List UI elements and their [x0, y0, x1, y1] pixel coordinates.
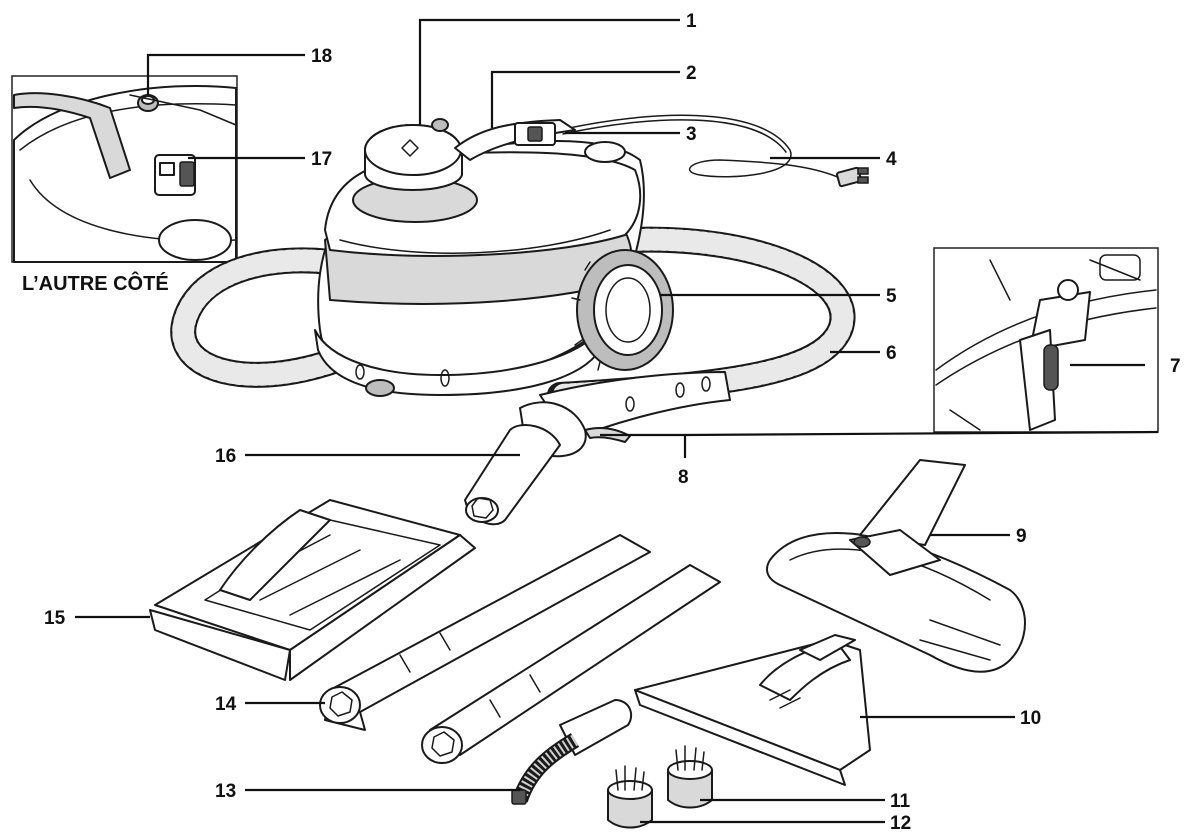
- callout-14: 14: [215, 694, 237, 715]
- callout-2: 2: [686, 63, 697, 84]
- callout-10: 10: [1020, 708, 1041, 729]
- steam-gun-handle: [464, 371, 731, 526]
- power-cord: [559, 114, 869, 188]
- callout-18: 18: [311, 46, 332, 67]
- carpet-glider-tool: [766, 459, 1026, 673]
- callout-numbers: 1 2 3 4 5 6 7 8 9 10 11 12 13 14 15 16 1…: [44, 11, 1181, 834]
- leader-lines: [75, 18, 1159, 824]
- callout-4: 4: [886, 149, 897, 170]
- callout-9: 9: [1016, 526, 1027, 547]
- round-brushes: [607, 745, 713, 829]
- callout-3: 3: [686, 124, 697, 145]
- callout-8: 8: [678, 467, 689, 488]
- callout-15: 15: [44, 608, 66, 629]
- extension-tube-2: [421, 564, 721, 764]
- callout-12: 12: [890, 813, 911, 834]
- inset-lock-detail: [933, 247, 1159, 433]
- callout-16: 16: [215, 446, 236, 467]
- extension-tube-1: [319, 534, 651, 731]
- callout-1: 1: [686, 11, 697, 32]
- inset-caption: L’AUTRE CÔTÉ: [22, 271, 169, 295]
- callout-6: 6: [886, 343, 897, 364]
- inset-other-side: [11, 75, 238, 263]
- callout-17: 17: [311, 149, 332, 170]
- window-squeegee: [634, 634, 871, 786]
- callout-7: 7: [1170, 356, 1181, 377]
- callout-11: 11: [890, 791, 911, 812]
- floor-tool: [149, 499, 476, 681]
- steam-cleaner-body: [314, 118, 674, 397]
- callout-13: 13: [215, 781, 236, 802]
- angled-nozzle: [511, 699, 633, 805]
- callout-5: 5: [886, 286, 897, 307]
